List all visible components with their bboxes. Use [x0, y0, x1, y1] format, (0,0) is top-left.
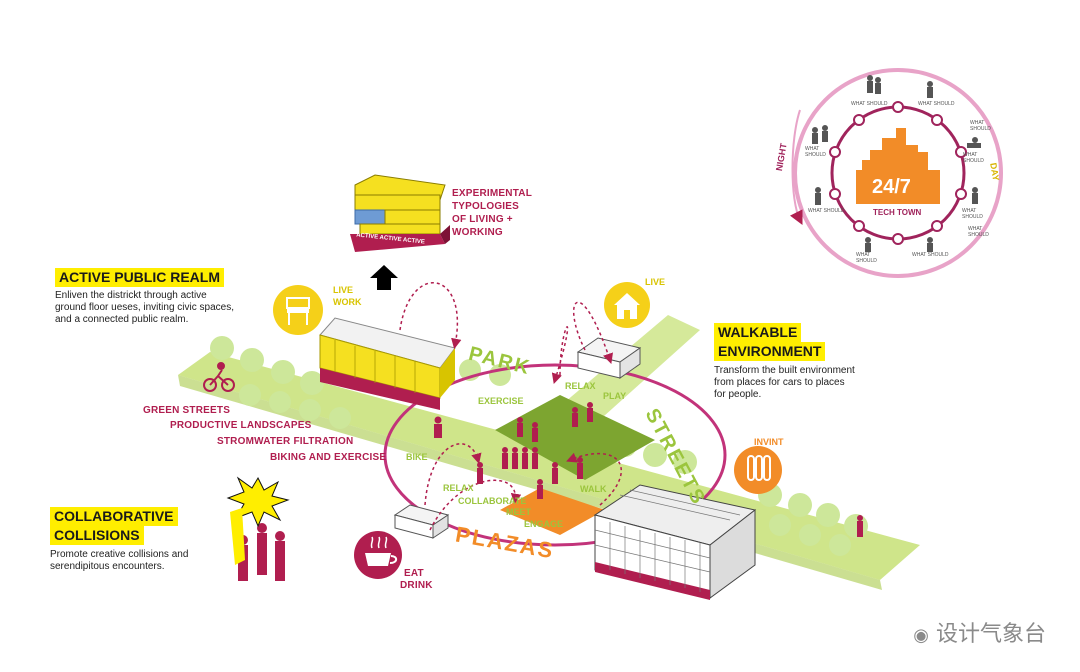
clock-node-label: WHAT SHOULD [962, 208, 983, 220]
invent-label: INVINT [754, 437, 784, 447]
live-work-label: LIVE WORK [333, 284, 362, 308]
clock-subtitle: TECH TOWN [873, 208, 922, 217]
activity-relax: RELAX [565, 381, 596, 391]
live-work-building [319, 317, 456, 410]
large-building [593, 484, 757, 600]
cyclist-icon [203, 362, 235, 392]
activity-play: PLAY [603, 391, 627, 401]
activity-bike: BIKE [406, 452, 428, 462]
live-work-line: WORK [333, 297, 362, 307]
activity-meet: MEET [506, 507, 532, 517]
experimental-line: WORKING [452, 227, 503, 238]
city-skyline-icon [856, 128, 940, 204]
food-kiosk [393, 504, 450, 539]
collaborative-collisions-section: COLLABORATIVE COLLISIONS Promote creativ… [50, 507, 188, 573]
wechat-icon: ◉ [913, 625, 929, 646]
collaborative-collisions-title: COLLABORATIVE [50, 507, 178, 526]
active-public-realm-line: and a connected public realm. [55, 314, 189, 325]
walkable-environment-line: from places for cars to places [714, 377, 845, 388]
active-public-realm-line: ground floor ueses, inviting civic space… [55, 302, 234, 313]
clock-node-label: WHAT SHOULD [856, 252, 877, 264]
eat-drink-label: EAT DRINK [400, 568, 433, 592]
clock-node-label: WHAT SHOULD [851, 101, 888, 107]
collaborative-collisions-title: COLLISIONS [50, 526, 144, 545]
clock-node-label: WHAT SHOULD [968, 226, 989, 238]
clock-node-label: WHAT SHOULD [963, 152, 984, 164]
experimental-line: EXPERIMENTAL [452, 188, 532, 199]
people-silhouettes [238, 402, 863, 581]
test-tubes-icon [734, 446, 782, 494]
collaborative-collisions-line: serendipitous encounters. [50, 561, 165, 572]
watermark: ◉ 设计气象台 [913, 616, 1046, 648]
up-arrow-icon [370, 265, 398, 290]
active-public-realm-line: Enliven the districkt through active [55, 290, 207, 301]
coffee-cup-icon [354, 531, 402, 579]
clock-node-label: WHAT SHOULD [808, 208, 845, 214]
collision-burst-icon [226, 476, 290, 565]
walkable-environment-title: ENVIRONMENT [714, 342, 826, 361]
walkable-environment-section: WALKABLE ENVIRONMENT Transform the built… [714, 323, 855, 401]
activity-collaborate: COLLABORATE [458, 496, 527, 506]
experimental-typologies-label: EXPERIMENTAL TYPOLOGIES OF LIVING + WORK… [452, 187, 532, 239]
typology-stack [350, 174, 450, 252]
orange-plaza [500, 488, 605, 535]
active-public-realm-title: ACTIVE PUBLIC REALM [55, 268, 224, 287]
collaborative-collisions-line: Promote creative collisions and [50, 549, 189, 560]
watermark-text: 设计气象台 [935, 622, 1046, 647]
clock-center-label: 24/7 [872, 176, 911, 198]
clock-node-label: WHAT SHOULD [970, 120, 991, 132]
experimental-line: OF LIVING + [452, 214, 513, 225]
house-icon [604, 282, 650, 328]
walkable-environment-line: Transform the built environment [714, 365, 855, 376]
chair-icon [273, 285, 323, 335]
activity-walk: WALK [580, 484, 607, 494]
tech-town-clock [789, 68, 1003, 278]
walkable-environment-title: WALKABLE [714, 323, 802, 342]
live-work-line: LIVE [333, 285, 354, 295]
clock-people-icons [812, 75, 981, 252]
activity-relax-low: RELAX [443, 483, 474, 493]
street-item: BIKING AND EXERCISE [270, 452, 387, 463]
street-item: PRODUCTIVE LANDSCAPES [170, 420, 312, 431]
district-ring [383, 363, 727, 547]
activity-engage: ENGAGE [524, 519, 564, 529]
live-label: LIVE [645, 277, 666, 287]
eat-drink-line: EAT [404, 568, 424, 579]
clock-node-label: WHAT SHOULD [918, 101, 955, 107]
activity-exercise: EXERCISE [478, 396, 524, 406]
activity-arcs [399, 281, 622, 531]
experimental-line: TYPOLOGIES [452, 201, 520, 212]
eat-drink-line: DRINK [400, 580, 433, 591]
street-item: GREEN STREETS [143, 405, 231, 416]
street-item: STROMWATER FILTRATION [217, 436, 354, 447]
walkable-environment-line: for people. [714, 389, 762, 400]
clock-node-label: WHAT SHOULD [805, 146, 826, 158]
clock-node-label: WHAT SHOULD [912, 252, 949, 258]
active-public-realm-section: ACTIVE PUBLIC REALM Enliven the districk… [55, 268, 234, 326]
